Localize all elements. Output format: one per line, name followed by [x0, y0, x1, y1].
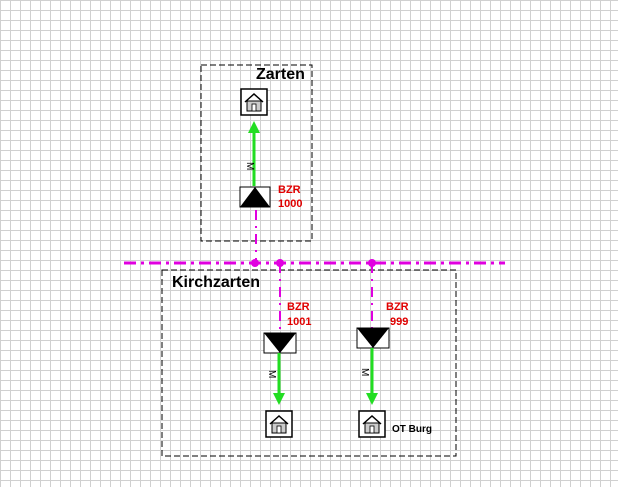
- region-zarten-label: Zarten: [256, 66, 305, 83]
- pipe-zarten-label: M: [244, 162, 255, 170]
- arrow-down-icon: [273, 393, 285, 405]
- bzr-1001-line2: 1001: [287, 316, 311, 328]
- triangle-up-icon: [240, 187, 270, 207]
- house-icon: [244, 92, 264, 112]
- junction-dot: [276, 259, 284, 267]
- bzr-1000-line1: BZR: [278, 184, 301, 196]
- bzr-999-line2: 999: [390, 316, 408, 328]
- ot-burg-label: OT Burg: [392, 424, 432, 435]
- arrow-down-icon: [366, 393, 378, 405]
- junction-dot: [251, 259, 259, 267]
- house-icon: [362, 414, 382, 434]
- house-ot-burg[interactable]: [358, 410, 386, 438]
- pipe-999-label: M: [359, 368, 370, 376]
- bzr-999-line1: BZR: [386, 301, 409, 313]
- station-bzr-1001[interactable]: [263, 332, 297, 354]
- region-kirchzarten-box: [161, 269, 457, 457]
- junction-dot: [368, 259, 376, 267]
- triangle-down-icon: [264, 333, 296, 353]
- pipe-1001-label: M: [266, 370, 277, 378]
- house-kirchzarten[interactable]: [265, 410, 293, 438]
- region-kirchzarten-label: Kirchzarten: [172, 274, 260, 291]
- bzr-1000-line2: 1000: [278, 198, 302, 210]
- bzr-1001-line1: BZR: [287, 301, 310, 313]
- arrow-up-icon: [248, 121, 260, 133]
- house-zarten[interactable]: [240, 88, 268, 116]
- station-bzr-1000[interactable]: [239, 186, 271, 208]
- station-bzr-999[interactable]: [356, 327, 390, 349]
- house-icon: [269, 414, 289, 434]
- triangle-down-icon: [357, 328, 389, 348]
